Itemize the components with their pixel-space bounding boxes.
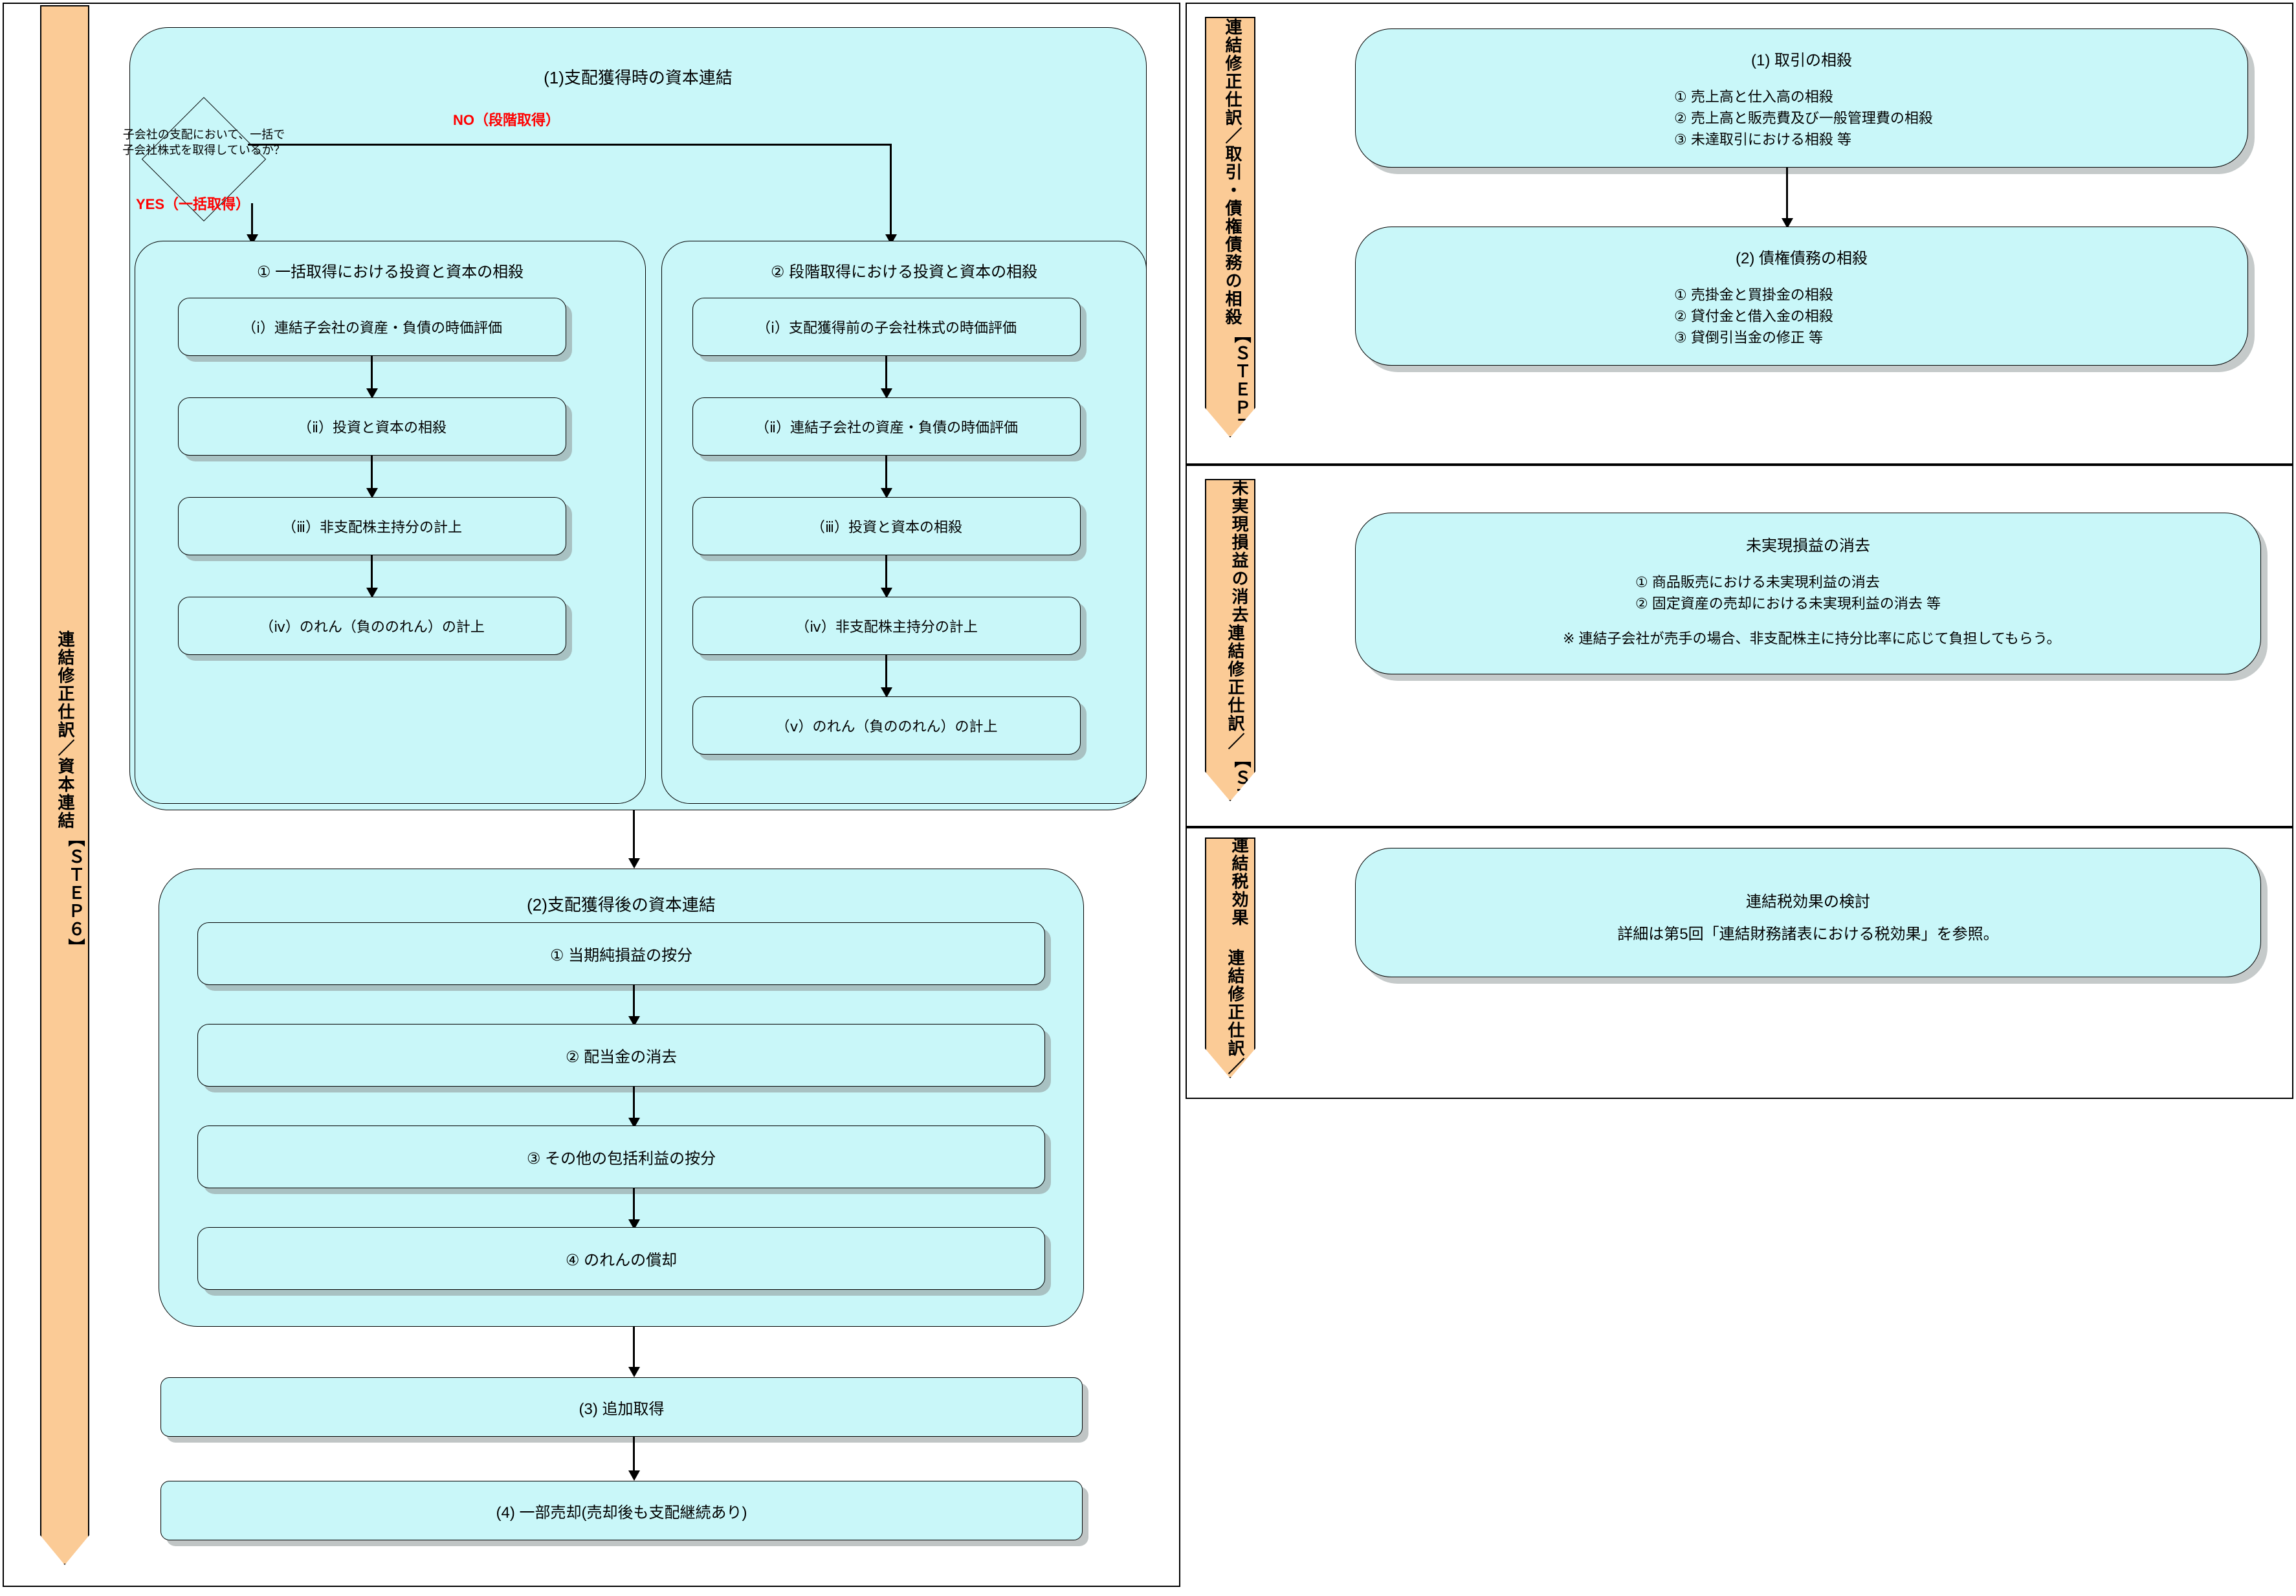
- step8-banner: 【ＳＴＥＰ８】 連結修正仕訳／ 未実現損益の消去: [1205, 479, 1255, 801]
- section2-to-section3-arrowhead: [628, 1367, 640, 1377]
- step7-box-1[interactable]: (1) 取引の相殺 ① 売上高と仕入高の相殺 ② 売上高と販売費及び一般管理費の…: [1355, 28, 2248, 168]
- step7-box-2-item-2: ② 貸付金と借入金の相殺: [1674, 308, 1833, 324]
- section2-step-4[interactable]: ④ のれんの償却: [197, 1227, 1045, 1290]
- branch-right-arrow-3-line: [885, 555, 887, 593]
- step7-connector-line: [1786, 168, 1788, 223]
- section1-to-section2-arrowhead: [628, 858, 640, 869]
- section1-title: (1)支配獲得時の資本連結: [544, 68, 733, 87]
- branch-right-title: ② 段階取得における投資と資本の相殺: [770, 263, 1038, 281]
- step8-box[interactable]: 未実現損益の消去 ① 商品販売における未実現利益の消去 ② 固定資産の売却におけ…: [1355, 513, 2261, 674]
- step7-box-2-title: (2) 債権債務の相殺: [1736, 250, 1868, 267]
- branch-right-step-2[interactable]: （ⅱ）連結子会社の資産・負債の時価評価: [692, 397, 1081, 456]
- section2-arrow-2-line: [633, 1087, 635, 1123]
- section2-step-2-label: ② 配当金の消去: [565, 1048, 678, 1066]
- step8-banner-label-col1: 連結修正仕訳／: [1226, 624, 1245, 751]
- section2-step-3-label: ③ その他の包括利益の按分: [526, 1150, 716, 1168]
- section2-title: (2)支配獲得後の資本連結: [527, 895, 716, 914]
- step8-box-item-1: ① 商品販売における未実現利益の消去: [1635, 574, 1880, 590]
- branch-right-arrow-1-head: [881, 388, 892, 399]
- no-connector-hline: [248, 144, 892, 146]
- branch-left-step-4-label: （ⅳ）のれん（負ののれん）の計上: [259, 619, 485, 635]
- branch-right-step-1[interactable]: （ⅰ）支配獲得前の子会社株式の時価評価: [692, 298, 1081, 356]
- step9-box[interactable]: 連結税効果の検討 詳細は第5回「連結財務諸表における税効果」を参照。: [1355, 848, 2261, 977]
- step9-banner-label-col2: 連結税効果: [1230, 836, 1249, 927]
- step9-banner-label-col1: 連結修正仕訳／: [1226, 949, 1245, 1076]
- section3-to-section4-line: [633, 1437, 635, 1477]
- step6-banner-label: 連結修正仕訳／資本連結: [56, 630, 75, 830]
- section4-box[interactable]: (4) 一部売却(売却後も支配継続あり): [160, 1481, 1083, 1540]
- section2-step-4-label: ④ のれんの償却: [565, 1252, 678, 1269]
- step7-box-1-title: (1) 取引の相殺: [1751, 52, 1852, 69]
- step7-box-2[interactable]: (2) 債権債務の相殺 ① 売掛金と買掛金の相殺 ② 貸付金と借入金の相殺 ③ …: [1355, 227, 2248, 366]
- branch-left-step-2[interactable]: （ⅱ）投資と資本の相殺: [178, 397, 566, 456]
- branch-left-arrow-1-head: [366, 388, 378, 399]
- branch-right-arrow-1-line: [885, 356, 887, 393]
- section4-label: (4) 一部売却(売却後も支配継続あり): [496, 1503, 747, 1522]
- branch-right-arrow-3-head: [881, 588, 892, 598]
- yes-branch-label: YES（一括取得）: [136, 196, 250, 212]
- step8-box-items: ① 商品販売における未実現利益の消去 ② 固定資産の売却における未実現利益の消去…: [1635, 571, 2244, 614]
- branch-left-step-2-label: （ⅱ）投資と資本の相殺: [297, 419, 447, 436]
- section2-arrow-3-line: [633, 1188, 635, 1225]
- step7-banner-label: 連結修正仕訳／取引・債権債務の相殺: [1223, 18, 1242, 326]
- branch-right-step-5[interactable]: （ⅴ）のれん（負ののれん）の計上: [692, 696, 1081, 755]
- branch-left-arrow-2-head: [366, 488, 378, 498]
- step8-banner-label-col2: 未実現損益の消去: [1230, 479, 1249, 624]
- step8-box-title: 未実現損益の消去: [1746, 537, 1870, 555]
- step7-box-1-item-1: ① 売上高と仕入高の相殺: [1674, 89, 1833, 105]
- branch-right-step-1-label: （ⅰ）支配獲得前の子会社株式の時価評価: [756, 320, 1017, 336]
- branch-left-step-3[interactable]: （ⅲ）非支配株主持分の計上: [178, 497, 566, 555]
- branch-right-step-3[interactable]: （ⅲ）投資と資本の相殺: [692, 497, 1081, 555]
- branch-right-step-4[interactable]: （ⅳ）非支配株主持分の計上: [692, 597, 1081, 655]
- branch-left-arrow-3-line: [371, 555, 373, 593]
- branch-right-arrow-4-head: [881, 687, 892, 698]
- section3-label: (3) 追加取得: [579, 1400, 665, 1418]
- branch-left-step-4[interactable]: （ⅳ）のれん（負ののれん）の計上: [178, 597, 566, 655]
- branch-right-step-3-label: （ⅲ）投資と資本の相殺: [810, 519, 963, 535]
- step7-box-1-item-3: ③ 未達取引における相殺 等: [1674, 131, 1851, 148]
- step9-banner: 【ＳＴＥＰ９】 連結修正仕訳／ 連結税効果: [1205, 837, 1255, 1078]
- branch-right-arrow-2-head: [881, 488, 892, 498]
- branch-right-arrow-4-line: [885, 655, 887, 693]
- section2-step-2[interactable]: ② 配当金の消去: [197, 1024, 1045, 1087]
- step9-box-note: 詳細は第5回「連結財務諸表における税効果」を参照。: [1617, 925, 1999, 943]
- branch-right-step-2-label: （ⅱ）連結子会社の資産・負債の時価評価: [755, 419, 1019, 436]
- branch-left-arrow-3-head: [366, 588, 378, 598]
- step7-connector-arrowhead: [1782, 218, 1793, 228]
- branch-left-arrow-2-line: [371, 456, 373, 493]
- section3-box[interactable]: (3) 追加取得: [160, 1377, 1083, 1437]
- step7-box-2-items: ① 売掛金と買掛金の相殺 ② 貸付金と借入金の相殺 ③ 貸倒引当金の修正 等: [1674, 284, 2257, 348]
- branch-right-step-4-label: （ⅳ）非支配株主持分の計上: [795, 619, 978, 635]
- step7-banner: 【ＳＴＥＰ７】 連結修正仕訳／取引・債権債務の相殺: [1205, 17, 1255, 438]
- section2-step-1-label: ① 当期純損益の按分: [549, 947, 693, 964]
- section1-to-section2-line: [633, 810, 635, 863]
- step7-box-1-items: ① 売上高と仕入高の相殺 ② 売上高と販売費及び一般管理費の相殺 ③ 未達取引に…: [1674, 86, 2257, 150]
- step9-box-title: 連結税効果の検討: [1746, 893, 1870, 911]
- step8-box-note: ※ 連結子会社が売手の場合、非支配株主に持分比率に応じて負担してもらう。: [1563, 630, 2061, 647]
- branch-right-arrow-2-line: [885, 456, 887, 493]
- yes-connector-line: [251, 203, 253, 238]
- branch-left-step-1[interactable]: （ⅰ）連結子会社の資産・負債の時価評価: [178, 298, 566, 356]
- step8-box-item-2: ② 固定資産の売却における未実現利益の消去 等: [1635, 595, 1941, 612]
- branch-left-step-1-label: （ⅰ）連結子会社の資産・負債の時価評価: [241, 320, 503, 336]
- section2-step-1[interactable]: ① 当期純損益の按分: [197, 922, 1045, 985]
- branch-left-title: ① 一括取得における投資と資本の相殺: [256, 263, 524, 281]
- section2-to-section3-line: [633, 1327, 635, 1372]
- step6-banner: 【ＳＴＥＰ６】 連結修正仕訳／資本連結: [40, 5, 89, 1565]
- section3-to-section4-arrowhead: [628, 1470, 640, 1481]
- section2-step-3[interactable]: ③ その他の包括利益の按分: [197, 1125, 1045, 1188]
- step7-box-2-item-3: ③ 貸倒引当金の修正 等: [1674, 329, 1823, 346]
- branch-right-step-5-label: （ⅴ）のれん（負ののれん）の計上: [775, 718, 998, 735]
- step7-box-2-item-1: ① 売掛金と買掛金の相殺: [1674, 287, 1833, 303]
- branch-left-arrow-1-line: [371, 356, 373, 393]
- step6-banner-tag: 【ＳＴＥＰ６】: [66, 830, 85, 957]
- decision-diamond-label: 子会社の支配において、一括で 子会社株式を取得しているか？: [122, 128, 285, 157]
- no-branch-label: NO（段階取得）: [453, 112, 560, 128]
- section2-arrow-1-line: [633, 985, 635, 1021]
- step7-box-1-item-2: ② 売上高と販売費及び一般管理費の相殺: [1674, 110, 1933, 126]
- no-connector-vline: [890, 144, 892, 238]
- branch-left-step-3-label: （ⅲ）非支配株主持分の計上: [281, 519, 463, 535]
